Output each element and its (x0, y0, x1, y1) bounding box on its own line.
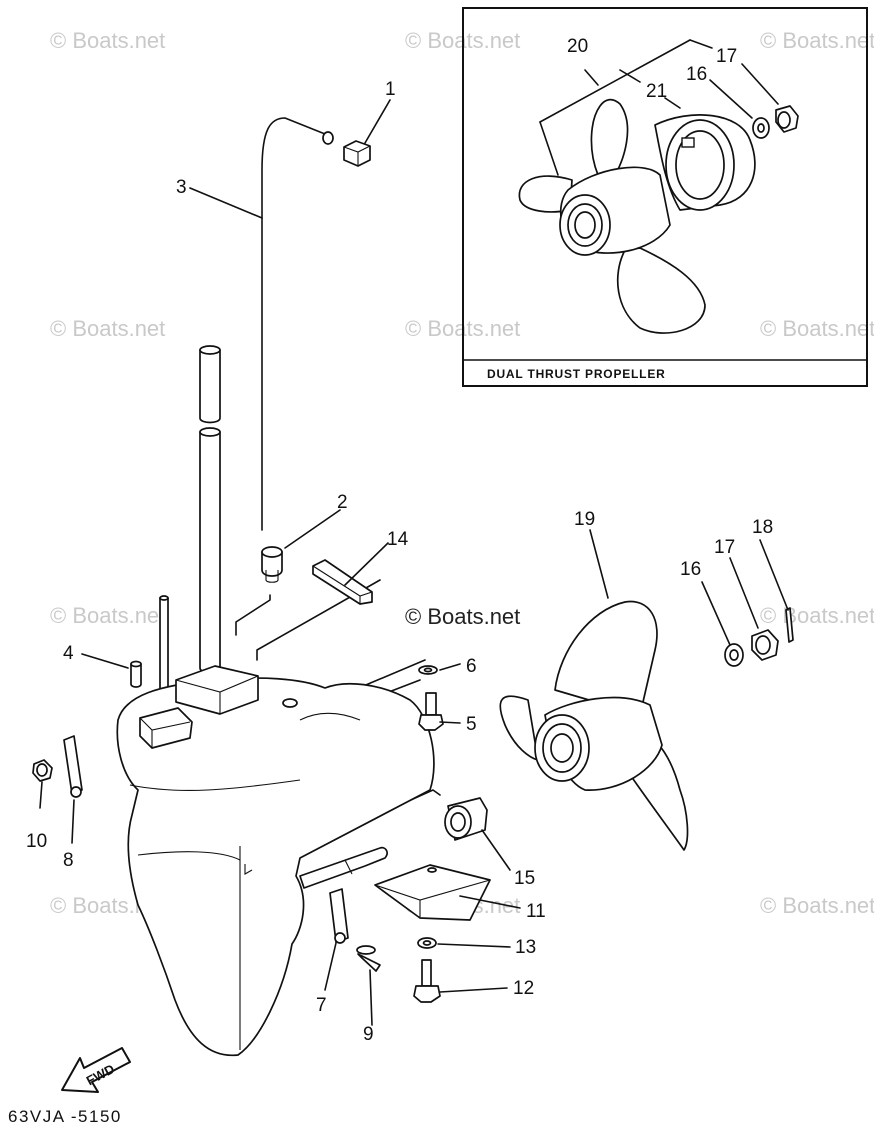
rubber-seal (312, 559, 373, 605)
callout-labels: 1 3 2 14 4 6 5 10 8 7 9 15 11 13 12 19 1… (26, 79, 773, 1045)
callout-5: 5 (466, 714, 477, 735)
watermark: © Boats.net (760, 28, 874, 53)
callout-7: 7 (316, 995, 327, 1016)
callout-17-inset: 17 (716, 46, 737, 67)
dual-thrust-propeller (518, 98, 799, 334)
bolt-and-washer-lower (413, 937, 441, 1003)
watermark: © Boats.net (50, 603, 165, 628)
inset-dual-thrust-propeller: DUAL THRUST PROPELLER (462, 7, 868, 387)
callout-16: 16 (680, 559, 701, 580)
callout-8: 8 (63, 850, 74, 871)
callout-13: 13 (515, 937, 536, 958)
leader-20c (689, 39, 713, 49)
callout-11: 11 (526, 901, 546, 922)
diagram-code: 63VJA -5150 (8, 1107, 122, 1126)
anode (374, 864, 491, 921)
watermark: © Boats.net (50, 316, 165, 341)
leader-21 (664, 97, 681, 109)
water-strainer (329, 888, 349, 944)
callout-6: 6 (466, 656, 477, 677)
inset-caption: DUAL THRUST PROPELLER (487, 367, 666, 381)
bolt-and-washer (418, 665, 444, 731)
callout-19: 19 (574, 509, 595, 530)
center-watermark: © Boats.net (405, 604, 520, 629)
lower-unit-assembly (116, 117, 441, 1057)
leader-20b (539, 121, 559, 176)
leader-20d (584, 69, 599, 86)
watermark: © Boats.net (760, 603, 874, 628)
leader-lines (39, 99, 789, 1026)
leader-21-top (619, 69, 641, 83)
callout-1: 1 (385, 79, 396, 100)
watermark: © Boats.net (760, 893, 874, 918)
main-propeller (499, 600, 794, 851)
callout-3: 3 (176, 177, 187, 198)
callout-15: 15 (514, 868, 535, 889)
callout-10: 10 (26, 831, 47, 852)
bushing (444, 797, 488, 841)
callout-16-inset: 16 (686, 64, 707, 85)
callout-4: 4 (63, 643, 74, 664)
callout-17: 17 (714, 537, 735, 558)
cover-plate (32, 735, 83, 798)
leader-16-inset (709, 79, 753, 119)
inset-frame (462, 7, 868, 387)
watermark: © Boats.net (50, 28, 165, 53)
leader-20 (539, 39, 691, 123)
callout-14: 14 (387, 529, 409, 550)
screw (356, 945, 381, 972)
callout-21: 21 (646, 81, 667, 102)
fwd-arrow: FWD (61, 1047, 131, 1093)
callout-18: 18 (752, 517, 773, 538)
callout-20: 20 (567, 36, 588, 57)
watermark: © Boats.net (760, 316, 874, 341)
leader-17-inset (741, 63, 779, 105)
callout-2: 2 (337, 492, 348, 513)
callout-9: 9 (363, 1024, 374, 1045)
callout-12: 12 (513, 978, 534, 999)
